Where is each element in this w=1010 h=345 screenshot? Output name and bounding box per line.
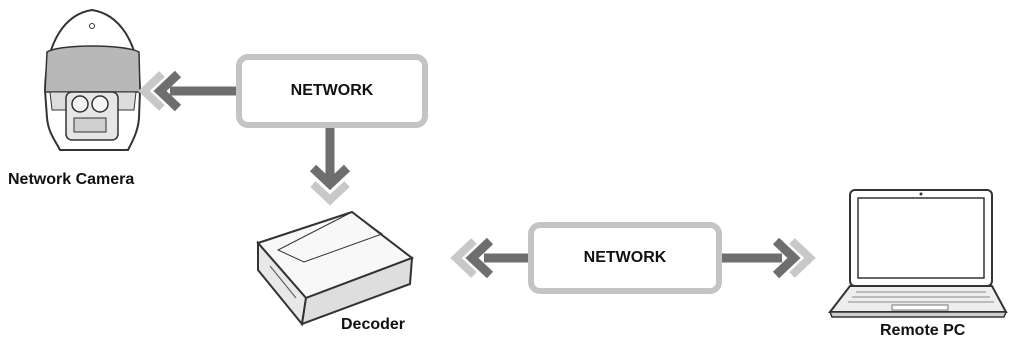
arrow-to-camera [138, 70, 240, 112]
arrow-to-remote-pc [720, 237, 816, 279]
decoder-label: Decoder [341, 316, 406, 333]
laptop-icon [827, 189, 1008, 318]
network-label-bottom: NETWORK [583, 249, 667, 266]
network-label-top: NETWORK [290, 82, 374, 99]
ptz-dome-camera-icon [43, 8, 142, 151]
remote-pc-label: Remote PC [880, 322, 966, 339]
camera-label: Network Camera [8, 171, 135, 188]
decoder-box-icon [256, 210, 415, 327]
arrow-to-decoder-left [450, 237, 530, 279]
arrow-to-decoder [309, 128, 351, 206]
network-box-bottom: NETWORK [528, 222, 722, 294]
network-box-top: NETWORK [236, 54, 428, 128]
